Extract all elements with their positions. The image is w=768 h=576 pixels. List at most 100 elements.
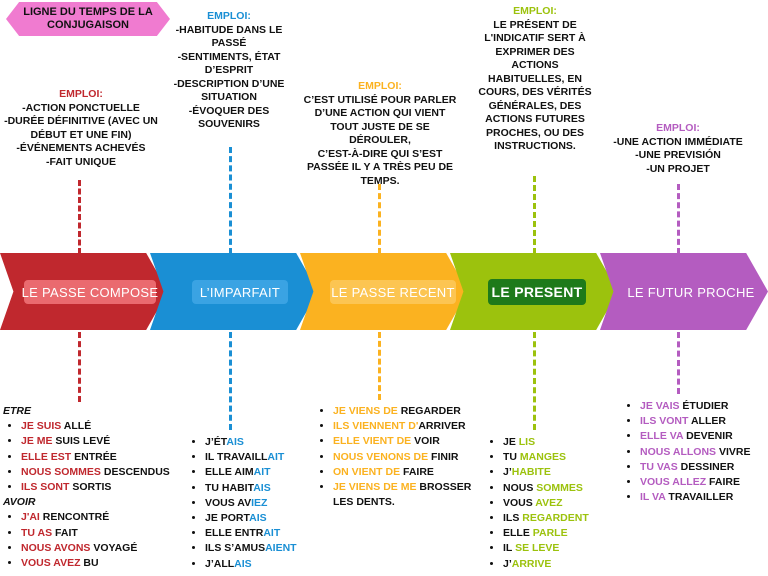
- conjugation-item: JE LIS: [503, 435, 595, 450]
- label-futur-proche: LE FUTUR PROCHE: [626, 280, 756, 304]
- connector-top-passe-compose: [78, 180, 81, 254]
- conjugation-part-b: AIS: [249, 512, 267, 525]
- emploi-line: PASSÉE IL Y A TRÈS PEU DE: [306, 161, 454, 173]
- emploi-line: -DURÉE DÉFINITIVE (AVEC UN: [4, 115, 158, 127]
- conjugation-part-b: AVEZ: [535, 496, 563, 509]
- emploi-line: DÉBUT ET UNE FIN): [30, 128, 132, 141]
- conjugation-item: JE SUIS ALLÉ: [21, 419, 181, 434]
- conjugation-part-b: IEZ: [251, 496, 268, 509]
- conjugation-item: J’ÉTAIS: [205, 435, 317, 450]
- conjugation-part-b: REGARDER: [397, 405, 461, 417]
- conjugation-part-a: ILS: [503, 512, 523, 525]
- emploi-line: -UNE PREVISIÓN: [635, 149, 721, 161]
- conjugation-item: IL VA TRAVAILLER: [640, 490, 768, 505]
- emploi-line: -UNE ACTION IMMÉDIATE: [613, 135, 743, 148]
- conjugation-item: TU AS FAIT: [21, 526, 181, 541]
- conjugation-part-b: AIS: [226, 436, 244, 448]
- conjugation-item: J’ARRIVE: [503, 557, 595, 572]
- emploi-line: PROCHES, OU DES: [485, 126, 585, 139]
- connector-top-present: [533, 176, 536, 254]
- connector-bottom-futur-proche: [677, 332, 680, 394]
- connector-bottom-present: [533, 332, 536, 430]
- conjugation-part-b: ARRIVE: [511, 557, 552, 570]
- conjugation-part-a: ILS VONT: [640, 415, 689, 428]
- conjugation-part-a: JE PORT: [205, 512, 250, 525]
- conjugation-part-a: ELLE EST: [21, 450, 72, 463]
- conjugation-part-b: AIT: [267, 451, 285, 464]
- emploi-line: -FAIT UNIQUE: [46, 155, 116, 168]
- conjugation-item: VOUS ALLEZ FAIRE: [640, 475, 768, 490]
- conjugation-part-a: ELLE VA: [640, 430, 684, 443]
- emploi-line: -ÉVOQUER DES: [188, 104, 270, 117]
- conjugation-item: ELLE VIENT DE VOIR: [333, 434, 475, 449]
- conjugation-part-b: AIT: [263, 527, 281, 540]
- conjugation-item: ILS VIENNENT D'ARRIVER: [333, 419, 475, 434]
- emploi-line: -HABITUDE DANS LE: [175, 23, 283, 36]
- conjugation-part-a: J’: [503, 466, 512, 479]
- emploi-line: TEMPS.: [360, 174, 400, 187]
- auxiliary-group-label: ETRE: [3, 405, 32, 417]
- conjugation-part-a: IL TRAVAILL: [205, 451, 268, 464]
- conjugation-item: ILS SONT SORTIS: [21, 480, 181, 495]
- conjugation-part-b: ALLÉ: [61, 420, 92, 433]
- emploi-futur-proche: EMPLOI:-UNE ACTION IMMÉDIATE-UNE PREVISI…: [600, 122, 756, 176]
- emploi-passe-compose: EMPLOI:-ACTION PONCTUELLE-DURÉE DÉFINITI…: [0, 88, 162, 169]
- conjugation-part-a: JE VIENS DE: [333, 405, 398, 417]
- emploi-line: HABITUELLES, EN: [488, 72, 582, 85]
- conjugation-item: ELLE ENTRAIT: [205, 526, 317, 541]
- emploi-line: ACTIONS FUTURES: [485, 113, 585, 125]
- conjugation-part-a: ILS SONT: [21, 481, 70, 494]
- conjugation-part-a: J'AI: [21, 511, 40, 524]
- conjugation-part-a: NOUS VENONS DE: [333, 450, 429, 463]
- conjugation-part-b: DESCENDUS: [100, 465, 170, 478]
- conjugation-part-a: ON VIENT DE: [333, 465, 401, 478]
- conjugation-part-a: J’ALL: [205, 557, 235, 570]
- conjugation-item: ILS REGARDENT: [503, 511, 595, 526]
- conjugation-item: NOUS ALLONS VIVRE: [640, 445, 768, 460]
- conjugation-part-a: TU HABIT: [205, 481, 254, 494]
- conjugation-item: TU VAS DESSINER: [640, 460, 768, 475]
- conjugation-part-a: J’ÉT: [205, 436, 227, 448]
- conjugation-part-a: NOUS AVONS: [21, 541, 91, 554]
- examples-passe-recent: JE VIENS DE REGARDERILS VIENNENT D'ARRIV…: [315, 404, 475, 510]
- conjugation-part-a: ILS S’AMUS: [205, 542, 266, 555]
- conjugation-item: JE PORTAIS: [205, 511, 317, 526]
- conjugation-part-b: PARLE: [532, 527, 568, 540]
- emploi-line: -ACTION PONCTUELLE: [22, 101, 140, 114]
- emploi-heading: EMPLOI:: [59, 88, 103, 100]
- conjugation-item: IL TRAVAILLAIT: [205, 450, 317, 465]
- conjugation-part-b: AIENT: [265, 542, 297, 555]
- connector-bottom-passe-recent: [378, 332, 381, 400]
- conjugation-item: ELLE PARLE: [503, 526, 595, 541]
- conjugation-item: NOUS AVONS VOYAGÉ: [21, 541, 181, 556]
- conjugation-item: J’HABITE: [503, 465, 595, 480]
- auxiliary-group-label: AVOIR: [3, 496, 36, 509]
- conjugation-part-a: ILS VIENNENT D': [333, 420, 419, 433]
- label-passe-recent: LE PASSE RECENT: [330, 280, 456, 304]
- conjugation-part-a: ELLE VIENT DE: [333, 435, 412, 448]
- conjugation-part-a: ELLE: [503, 527, 533, 540]
- conjugation-item: VOUS AVEZ BU: [21, 556, 181, 571]
- conjugation-part-b: ALLER: [688, 415, 726, 428]
- emploi-heading: EMPLOI:: [656, 122, 700, 134]
- conjugation-item: ILS S’AMUSAIENT: [205, 541, 317, 556]
- connector-top-passe-recent: [378, 184, 381, 254]
- title-line-1: LIGNE DU TEMPS DE LA: [23, 6, 153, 18]
- conjugation-item: NOUS VENONS DE FINIR: [333, 450, 475, 465]
- conjugation-part-a: NOUS SOMMES: [21, 465, 101, 478]
- conjugation-item: ELLE VA DEVENIR: [640, 429, 768, 444]
- conjugation-item: TU MANGES: [503, 450, 595, 465]
- conjugation-part-a: TU AS: [21, 526, 53, 539]
- conjugation-part-b: DEVENIR: [683, 430, 733, 443]
- emploi-line: SOUVENIRS: [198, 118, 260, 130]
- conjugation-part-b: AIT: [253, 466, 271, 479]
- emploi-line: C’EST UTILISÉ POUR PARLER: [303, 93, 457, 106]
- conjugation-item: NOUS SOMMES DESCENDUS: [21, 465, 181, 480]
- conjugation-part-b: SORTIS: [69, 481, 112, 494]
- conjugation-part-b: FAIRE: [706, 476, 740, 489]
- conjugation-item: JE VIENS DE REGARDER: [333, 404, 475, 419]
- conjugation-item: J'AI RENCONTRÉ: [21, 510, 181, 525]
- emploi-line: INSTRUCTIONS.: [494, 140, 576, 152]
